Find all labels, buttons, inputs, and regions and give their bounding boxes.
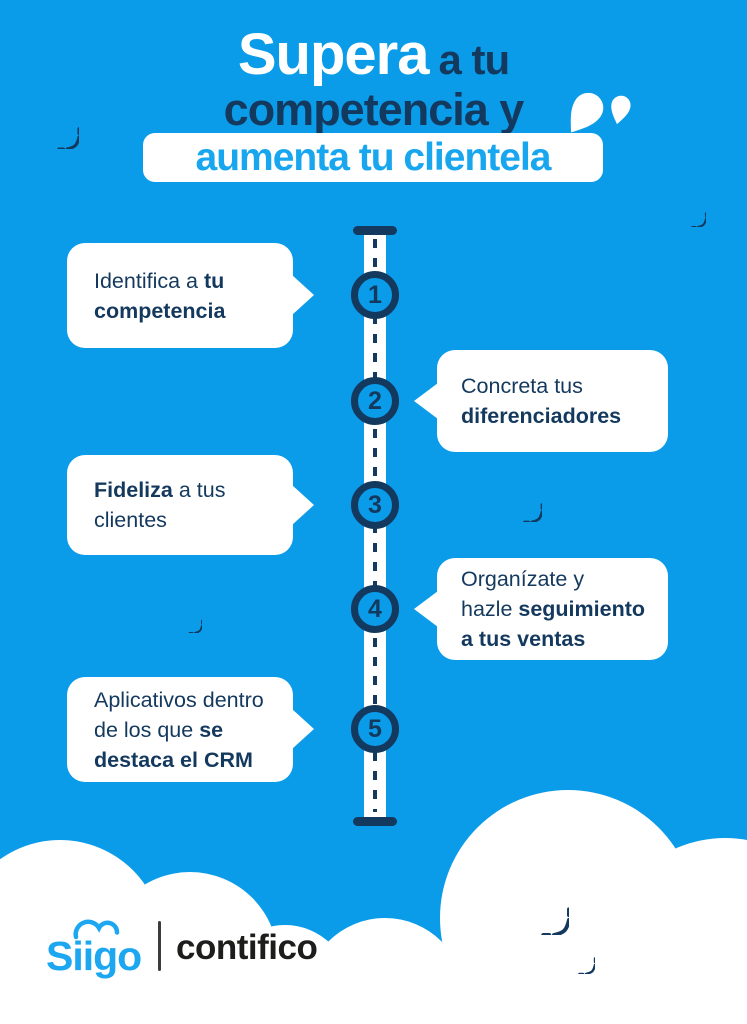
step-card-1: Identifica a tu competencia <box>67 243 314 348</box>
step-number-badge-4: 4 <box>351 585 399 633</box>
step-number-badge-3: 3 <box>351 481 399 529</box>
road-top-cap <box>353 226 397 235</box>
step-text: Aplicativos dentro de los que se destaca… <box>94 687 264 772</box>
sparkle-icon <box>513 879 569 935</box>
step-number-badge-2: 2 <box>351 377 399 425</box>
sparkle-icon <box>175 606 202 633</box>
sparkle-icon <box>676 197 706 227</box>
highlight-banner: aumenta tu clientela <box>143 133 603 182</box>
water-splash-icon <box>570 92 631 133</box>
contifico-logo-text: contifico <box>176 928 318 967</box>
sparkle-icon <box>504 484 542 522</box>
step-text: Identifica a tu competencia <box>94 268 226 323</box>
card-pointer-icon <box>414 383 438 419</box>
card-pointer-icon <box>414 591 438 627</box>
sparkle-icon <box>35 105 79 149</box>
step-text: Fideliza a tus clientes <box>94 478 226 532</box>
step-card-5: Aplicativos dentro de los que se destaca… <box>67 677 314 782</box>
cloud-silhouette <box>0 790 747 1024</box>
card-pointer-icon <box>292 275 314 315</box>
step-text: Concreta tus diferenciadores <box>461 374 622 428</box>
vertical-divider <box>158 921 161 971</box>
step-card-3: Fideliza a tus clientes <box>67 455 314 555</box>
card-pointer-icon <box>292 485 314 525</box>
footer-logos: Siigo contifico <box>46 916 318 980</box>
step-number-badge-1: 1 <box>351 271 399 319</box>
siigo-logo: Siigo <box>46 919 142 979</box>
highlight-text: aumenta tu clientela <box>195 135 552 179</box>
step-text: Organízate y hazle seguimiento a tus ven… <box>461 567 646 651</box>
road-bottom-cap <box>353 817 397 826</box>
siigo-cloud-icon <box>73 919 120 940</box>
sparkle-icon <box>561 940 595 974</box>
title-line2: competencia y <box>223 84 525 135</box>
title-suffix: a tu <box>438 36 510 83</box>
step-card-2: Concreta tus diferenciadores <box>414 350 668 452</box>
siigo-logo-text: Siigo <box>46 933 141 979</box>
card-pointer-icon <box>292 709 314 749</box>
step-card-4: Organízate y hazle seguimiento a tus ven… <box>414 558 668 660</box>
step-number-badge-5: 5 <box>351 705 399 753</box>
title-word-supera: Supera <box>237 22 430 87</box>
